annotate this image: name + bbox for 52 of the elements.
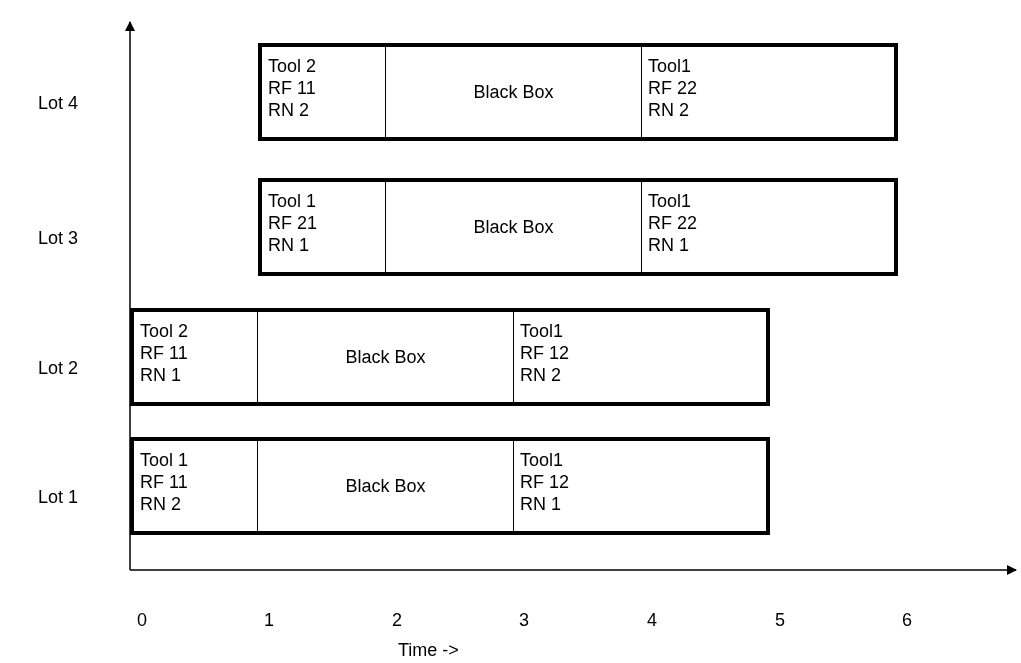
row-label: Lot 2 — [38, 358, 79, 379]
lot-step-cell — [130, 308, 258, 406]
process-block — [386, 178, 642, 276]
tick-label: 0 — [137, 610, 147, 631]
tick-label: 4 — [647, 610, 657, 631]
lot-step-cell — [130, 437, 258, 535]
process-block — [258, 308, 514, 406]
step-detail: RF 22 — [647, 212, 698, 234]
tick-label: 6 — [902, 610, 912, 631]
process-block — [258, 437, 514, 535]
row-label: Lot 1 — [38, 487, 79, 508]
step-detail: Tool1 — [647, 55, 692, 77]
lot-step-cell — [514, 437, 770, 535]
step-detail: Tool1 — [647, 190, 692, 212]
row-label: Lot 3 — [38, 228, 79, 249]
axis-title: Time -> — [398, 640, 459, 661]
step-label: Black Box — [345, 475, 426, 497]
step-detail: RF 11 — [139, 471, 188, 493]
step-detail: Tool1 — [519, 320, 564, 342]
process-block — [386, 43, 642, 141]
step-detail: Tool 2 — [267, 55, 317, 77]
step-detail: RN 2 — [519, 364, 561, 386]
lot-step-cell — [642, 43, 898, 141]
step-label: Black Box — [473, 81, 554, 103]
lot-step-cell — [642, 178, 898, 276]
tick-label: 5 — [775, 610, 785, 631]
step-detail: RN 2 — [267, 99, 309, 121]
tick-label: 1 — [264, 610, 274, 631]
tick-label: 3 — [519, 610, 529, 631]
step-detail: RN 1 — [647, 234, 689, 256]
tick-label: 2 — [392, 610, 402, 631]
step-detail: RF 21 — [267, 212, 318, 234]
step-detail: RF 12 — [519, 471, 570, 493]
lot-step-cell — [258, 43, 386, 141]
step-detail: RF 22 — [647, 77, 698, 99]
step-detail: Tool1 — [519, 449, 564, 471]
step-detail: RF 12 — [519, 342, 570, 364]
step-label: Black Box — [345, 346, 426, 368]
step-detail: RN 1 — [519, 493, 561, 515]
step-detail: RN 2 — [647, 99, 689, 121]
row-label: Lot 4 — [38, 93, 79, 114]
lot-step-cell — [514, 308, 770, 406]
step-label: Black Box — [473, 216, 554, 238]
lot-step-cell — [258, 178, 386, 276]
step-detail: RF 11 — [139, 342, 188, 364]
step-detail: RN 2 — [139, 493, 181, 515]
step-detail: RN 1 — [267, 234, 309, 256]
step-detail: RF 11 — [267, 77, 316, 99]
step-detail: RN 1 — [139, 364, 181, 386]
step-detail: Tool 1 — [139, 449, 189, 471]
step-detail: Tool 1 — [267, 190, 317, 212]
step-detail: Tool 2 — [139, 320, 189, 342]
